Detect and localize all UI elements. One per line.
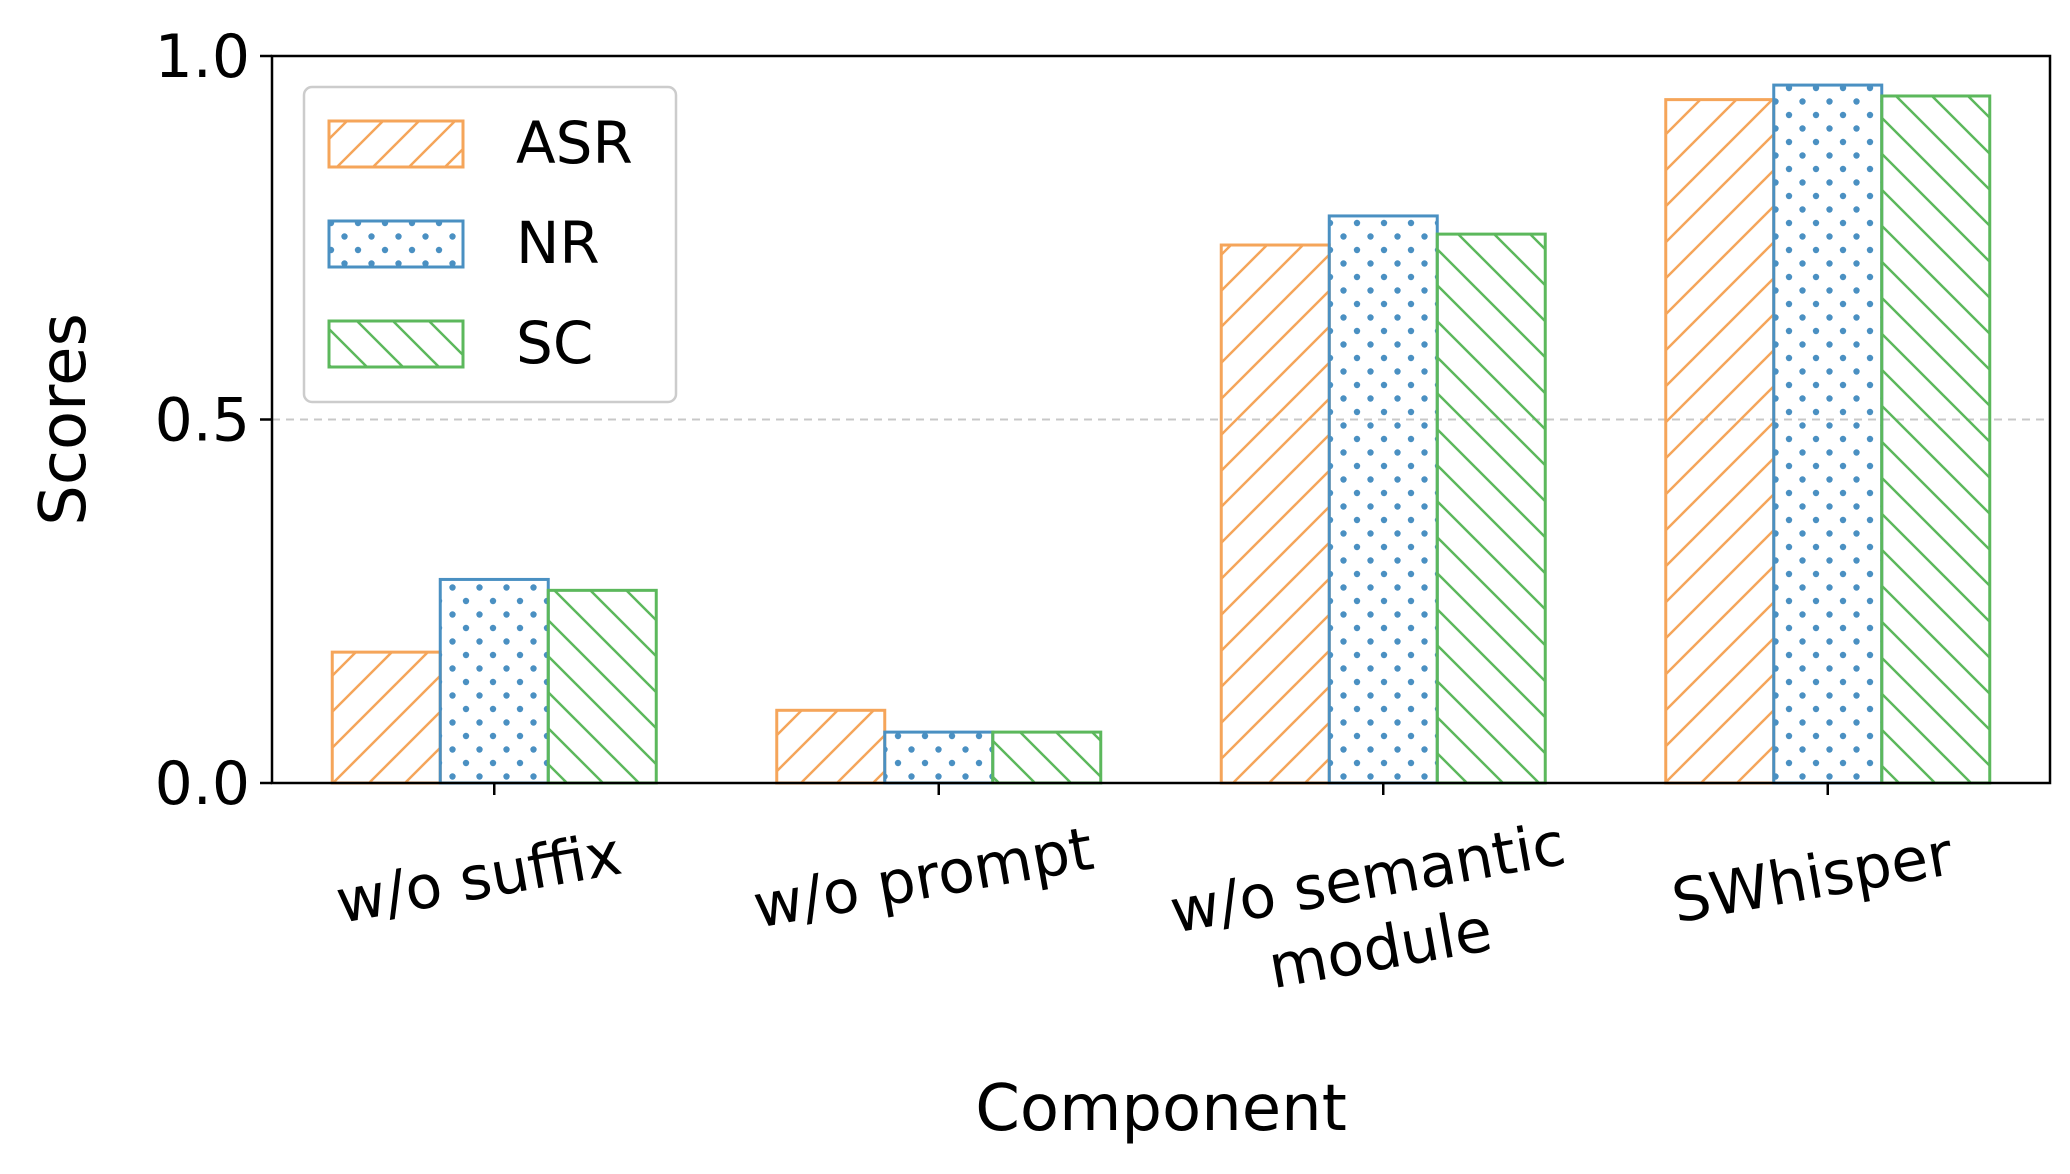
y-tick-label: 0.5: [155, 386, 250, 456]
legend-swatch-asr: [327, 119, 465, 169]
bar-nr-1: [883, 730, 995, 785]
legend-swatch-sc: [327, 319, 465, 369]
legend-label-asr: ASR: [516, 109, 633, 177]
x-tick-label: w/o semanticmodule: [1165, 809, 1583, 1018]
bar-nr-3: [1772, 83, 1884, 785]
y-tick-label: 1.0: [155, 22, 250, 92]
bar-sc-3: [1880, 94, 1992, 785]
x-tick-label: w/o prompt: [748, 814, 1098, 943]
bar-sc-0: [546, 588, 658, 785]
x-axis-title: Component: [975, 1072, 1347, 1146]
bar-nr-0: [438, 577, 550, 785]
x-tick-label: w/o suffix: [331, 819, 627, 938]
y-axis-title: Scores: [27, 313, 101, 526]
legend-label-nr: NR: [516, 209, 600, 277]
legend: ASR NR SC: [302, 85, 678, 404]
bar-asr-0: [330, 650, 442, 785]
legend-swatch-nr: [327, 219, 465, 269]
x-tick-label: SWhisper: [1667, 819, 1958, 937]
y-tick-label: 0.0: [155, 749, 250, 819]
bar-asr-2: [1219, 243, 1331, 785]
bar-asr-3: [1664, 98, 1776, 785]
bar-nr-2: [1327, 214, 1439, 785]
bar-sc-2: [1435, 232, 1547, 785]
legend-label-sc: SC: [516, 309, 593, 377]
bar-sc-1: [991, 730, 1103, 785]
bar-asr-1: [775, 708, 887, 785]
